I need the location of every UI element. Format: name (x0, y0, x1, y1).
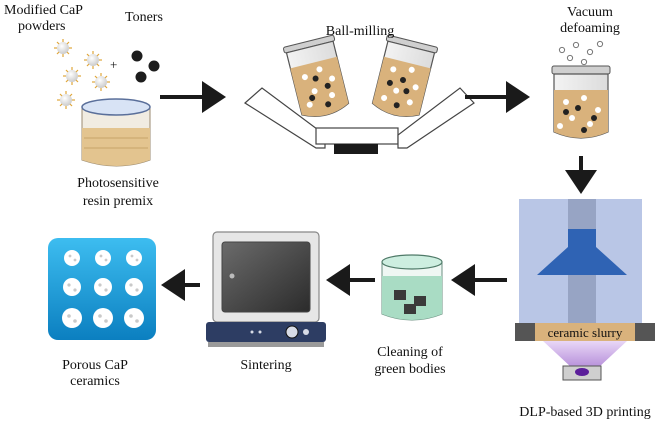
ball-mill-stand-icon (244, 87, 475, 154)
resin-beaker-icon (81, 98, 151, 167)
vacuum-label-line1: Vacuum (567, 5, 613, 20)
dlp-printing-label: DLP-based 3D printing (519, 405, 651, 420)
plus-sign: + (110, 57, 118, 72)
photosensitive-label-line1: Photosensitive (77, 176, 159, 191)
toner-icon (131, 50, 160, 83)
sintering-furnace-icon (206, 231, 326, 347)
cleaning-beaker-icon (381, 254, 443, 321)
sintering-label: Sintering (240, 358, 292, 373)
cap-powders-label-line1: Modified CaP (4, 3, 83, 18)
cleaning-label-line2: green bodies (374, 362, 446, 377)
photosensitive-label-line2: resin premix (82, 194, 154, 209)
dlp-printer-icon (515, 199, 655, 381)
porous-ceramics-icon (48, 238, 156, 340)
toners-label: Toners (125, 10, 163, 25)
ball-mill-jar-icon (371, 34, 438, 117)
cleaning-label-line1: Cleaning of (377, 345, 443, 360)
ceramic-slurry-label: ceramic slurry (547, 325, 623, 340)
ball-milling-label: Ball-milling (325, 24, 395, 39)
porous-cap-label-line2: ceramics (70, 374, 120, 389)
porous-cap-label-line1: Porous CaP (62, 358, 128, 373)
vacuum-jar-icon (551, 40, 611, 139)
cap-powder-icon (54, 39, 110, 109)
ball-mill-jar-icon (283, 34, 350, 117)
vacuum-label-line2: defoaming (560, 21, 620, 36)
cap-powders-label-line2: powders (18, 19, 66, 34)
